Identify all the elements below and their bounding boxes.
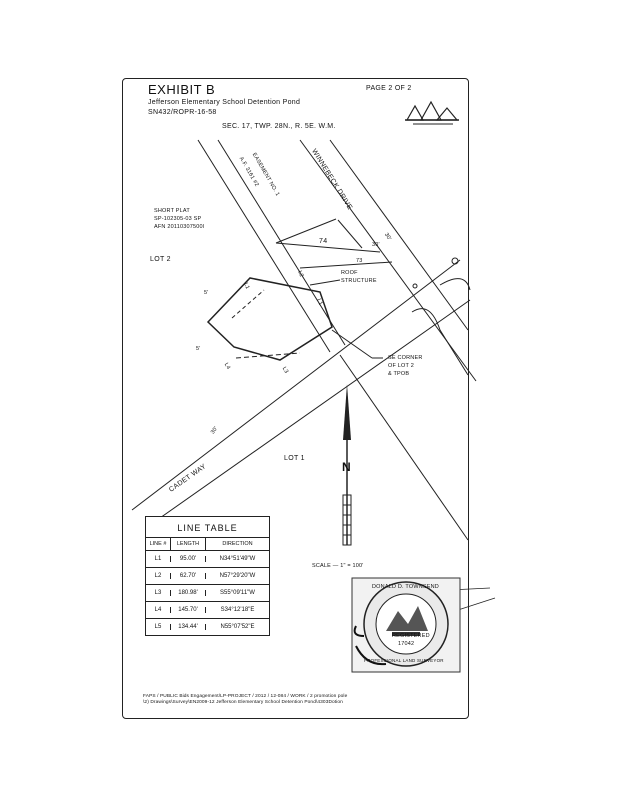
cell-direction: N55°07'52"E bbox=[220, 624, 255, 630]
cell-length: 145.70' bbox=[171, 607, 206, 613]
scale-label: SCALE — 1" = 100' bbox=[312, 563, 364, 569]
north-label: N bbox=[342, 460, 351, 474]
north-arrow bbox=[342, 384, 352, 546]
cell-direction: S34°12'18"E bbox=[220, 607, 255, 613]
se-corner-label-3: & TPOB bbox=[388, 371, 410, 377]
exhibit-sheet bbox=[122, 78, 469, 719]
line-table: LINE TABLE LINE # LENGTH DIRECTION L1 95… bbox=[145, 516, 270, 636]
exhibit-subtitle: Jefferson Elementary School Detention Po… bbox=[148, 99, 301, 106]
road-east-edge bbox=[329, 139, 469, 331]
cell-length: 62.70' bbox=[171, 573, 206, 579]
col-direction: DIRECTION bbox=[222, 541, 253, 547]
cell-direction: S55°09'11"W bbox=[220, 590, 255, 596]
table-row: L3 180.98' S55°09'11"W bbox=[146, 584, 269, 601]
short-plat-afn: AFN 20110307500l bbox=[154, 224, 205, 230]
table-row: L4 145.70' S34°12'18"E bbox=[146, 601, 269, 618]
cell-line: L5 bbox=[146, 624, 171, 630]
cell-length: 134.44' bbox=[171, 624, 206, 630]
dimension-74: 74 bbox=[319, 238, 328, 245]
easement-line-west bbox=[197, 139, 331, 353]
seal-registered: REGISTERED bbox=[392, 633, 430, 639]
dimension-73: 73 bbox=[356, 258, 363, 264]
surveyor-seal bbox=[351, 577, 461, 673]
col-line: LINE # bbox=[146, 538, 171, 550]
col-length: LENGTH bbox=[171, 538, 206, 550]
cell-line: L1 bbox=[146, 556, 171, 562]
table-row: L1 95.00' N34°51'49"W bbox=[146, 550, 269, 567]
exhibit-code: SN432/ROPR-16-58 bbox=[148, 109, 217, 116]
cell-line: L2 bbox=[146, 573, 171, 579]
lot-2-label: LOT 2 bbox=[150, 256, 171, 263]
page-number: PAGE 2 OF 2 bbox=[366, 85, 412, 92]
short-plat-label: SHORT PLAT bbox=[154, 208, 190, 214]
exhibit-title: EXHIBIT B bbox=[148, 82, 216, 97]
surveyor-logo bbox=[405, 100, 459, 125]
short-plat-number: SP-102305-03 SP bbox=[154, 216, 202, 222]
cadet-way-north bbox=[131, 259, 461, 511]
cadet-way-south bbox=[149, 299, 471, 526]
se-corner-label-1: SE CORNER bbox=[388, 355, 423, 361]
cell-length: 95.00' bbox=[171, 556, 206, 562]
cell-direction: N57°29'20"W bbox=[219, 573, 256, 579]
footer-line-2: \2) Drawings\Survey\EN2009-12 Jefferson … bbox=[143, 700, 343, 705]
cell-direction: N34°51'49"W bbox=[219, 556, 256, 562]
dim-5-top: 5' bbox=[204, 290, 209, 296]
cell-line: L3 bbox=[146, 590, 171, 596]
footer-line-1: FAPS / PUBLIC Bids Engagement/LP-PROJECT… bbox=[143, 694, 348, 699]
seal-text: PROFESSIONAL LAND SURVEYOR bbox=[364, 658, 444, 663]
seal-license: 17042 bbox=[398, 641, 415, 647]
cell-length: 180.98' bbox=[171, 590, 206, 596]
structure-label: STRUCTURE bbox=[341, 278, 377, 284]
table-row: L2 62.70' N57°29'20"W bbox=[146, 567, 269, 584]
cell-line: L4 bbox=[146, 607, 171, 613]
road-width-2: 30' bbox=[372, 242, 380, 248]
line-table-title: LINE TABLE bbox=[177, 523, 238, 533]
seal-name: DONALD D. TOWNSEND bbox=[372, 584, 439, 590]
se-corner-label-2: OF LOT 2 bbox=[388, 363, 414, 369]
table-row: L5 134.44' N55°07'52"E bbox=[146, 618, 269, 635]
dim-5-bottom: 5' bbox=[196, 346, 201, 352]
section-location: SEC. 17, TWP. 28N., R. 5E. W.M. bbox=[222, 123, 336, 130]
line-table-header: LINE # LENGTH DIRECTION bbox=[146, 537, 269, 550]
roof-label: ROOF bbox=[341, 270, 358, 276]
file-path-footer: FAPS / PUBLIC Bids Engagement/LP-PROJECT… bbox=[143, 694, 463, 706]
lot-1-label: LOT 1 bbox=[284, 455, 305, 462]
